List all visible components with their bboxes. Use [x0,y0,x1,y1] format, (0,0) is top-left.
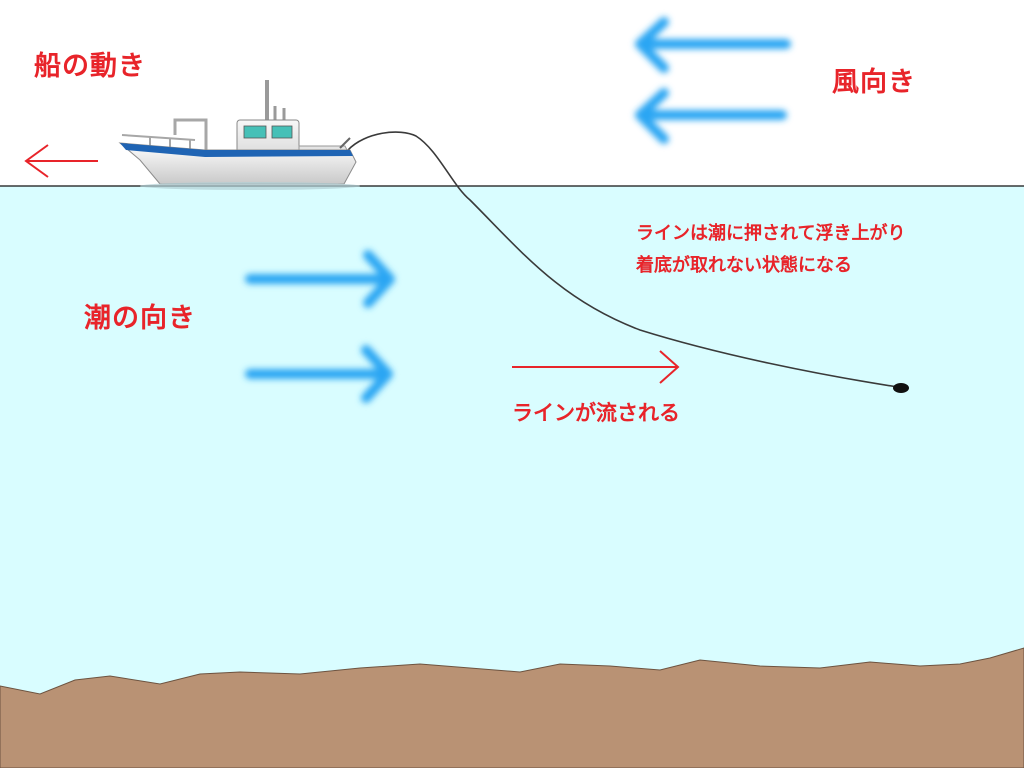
right-arrow-icon [245,250,395,308]
note-line-2: 着底が取れない状態になる [636,255,852,276]
tide-arrows [245,250,395,403]
fishing-line [347,131,899,388]
seabed [0,647,1024,768]
line-drift-arrow-icon [512,350,680,384]
wind-arrows [635,17,791,144]
right-arrow-icon [245,345,393,403]
sinker [893,383,909,393]
boat-direction-arrow-icon [24,144,98,178]
left-arrow-icon [635,88,787,144]
boat-motion-label: 船の動き [34,51,146,82]
note-block: ラインは潮に押されて浮き上がり 着底が取れない状態になる [636,218,905,282]
line-drift-label: ラインが流される [512,401,680,425]
tide-direction-label: 潮の向き [84,303,196,334]
wind-direction-label: 風向き [832,67,916,98]
note-line-1: ラインは潮に押されて浮き上がり [636,223,906,244]
left-arrow-icon [635,17,791,73]
fishing-boat-icon [118,80,360,190]
